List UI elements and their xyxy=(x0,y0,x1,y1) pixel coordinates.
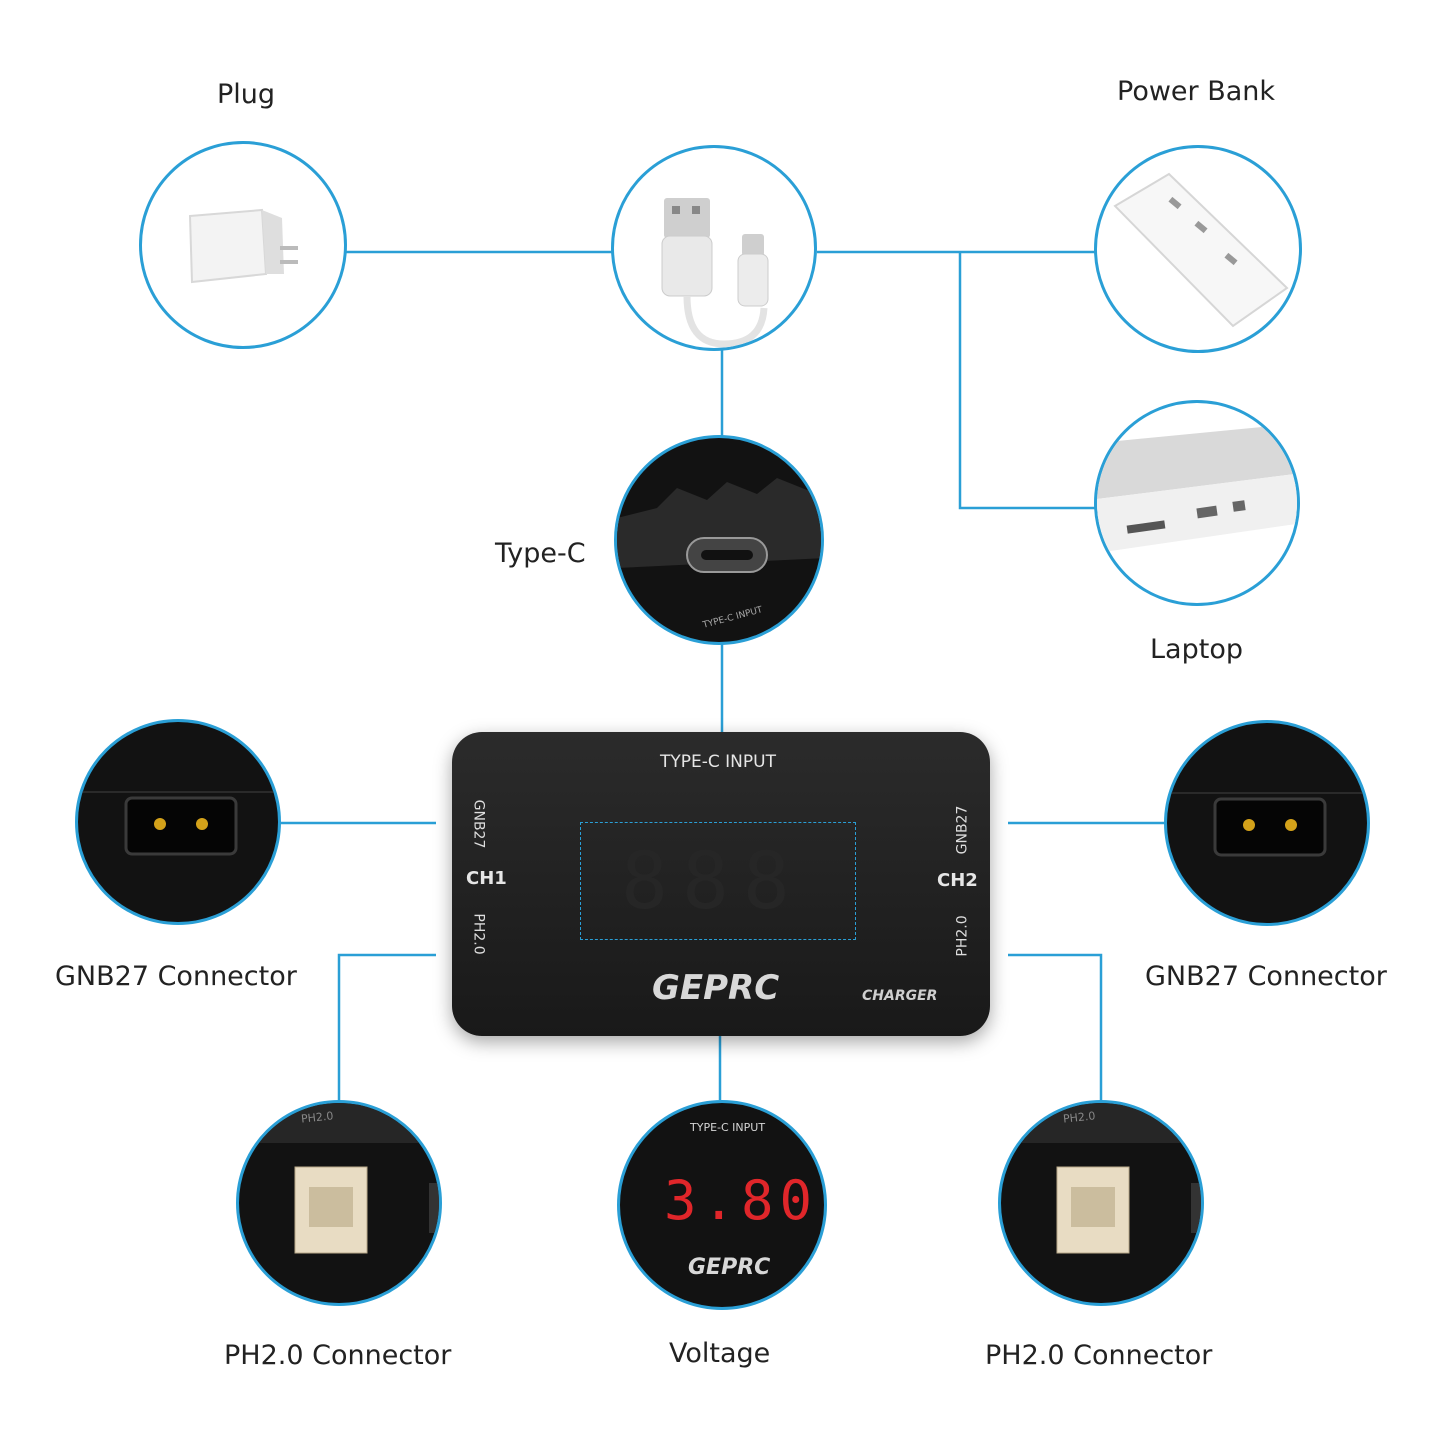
voltage-brand-logo: GEPRC xyxy=(688,1255,771,1280)
plug-circle xyxy=(139,141,347,349)
ch2-label: CH2 xyxy=(937,870,978,891)
gnb27-connector-left-label: GNB27 Connector xyxy=(55,961,297,992)
charger-text: CHARGER xyxy=(862,988,938,1004)
ph20-port-icon xyxy=(1001,1103,1201,1254)
type-c-port-circle: TYPE-C INPUT xyxy=(614,435,824,645)
voltage-top-label: TYPE-C INPUT xyxy=(690,1121,766,1134)
ph20-port-icon xyxy=(239,1103,439,1254)
usb-cable-icon xyxy=(661,198,769,348)
charger-top-label: TYPE-C INPUT xyxy=(660,752,776,772)
ph20-connector-left-label: PH2.0 Connector xyxy=(224,1340,452,1371)
display-digits: 888 xyxy=(621,837,804,927)
laptop-ports-icon xyxy=(1097,423,1297,553)
power-bank-label: Power Bank xyxy=(1117,76,1276,107)
ph20-right-circle: PH2.0 xyxy=(998,1100,1204,1306)
gnb27-left-text: GNB27 xyxy=(470,799,487,849)
power-bank-circle xyxy=(1094,145,1302,353)
laptop-label: Laptop xyxy=(1150,634,1243,665)
voltage-display: 888 xyxy=(580,822,856,940)
charger-device: TYPE-C INPUT CH1 CH2 GNB27 PH2.0 GNB27 P… xyxy=(452,732,990,1036)
usb-cable-circle xyxy=(611,145,817,351)
voltage-circle: TYPE-C INPUT 3.80 GEPRC xyxy=(617,1100,827,1310)
gnb27-port-icon xyxy=(78,791,278,856)
brand-logo: GEPRC xyxy=(652,968,780,1008)
gnb27-right-text: GNB27 xyxy=(954,805,971,855)
power-bank-icon xyxy=(1113,172,1289,328)
voltage-reading: 3.80 xyxy=(664,1169,819,1232)
gnb27-port-icon xyxy=(1167,792,1367,857)
voltage-label: Voltage xyxy=(669,1338,771,1369)
ch1-label: CH1 xyxy=(466,868,507,889)
gnb27-connector-right-label: GNB27 Connector xyxy=(1145,961,1387,992)
usb-plug-adapter-icon xyxy=(188,208,298,284)
plug-label: Plug xyxy=(217,79,276,110)
ph20-left-circle: PH2.0 xyxy=(236,1100,442,1306)
gnb27-right-circle xyxy=(1164,720,1370,926)
laptop-circle xyxy=(1094,400,1300,606)
gnb27-left-circle xyxy=(75,719,281,925)
type-c-port-icon xyxy=(617,478,821,573)
type-c-label: Type-C xyxy=(495,538,586,569)
ph20-right-text: PH2.0 xyxy=(954,915,971,957)
ph20-connector-right-label: PH2.0 Connector xyxy=(985,1340,1213,1371)
ph20-left-text: PH2.0 xyxy=(470,913,487,955)
